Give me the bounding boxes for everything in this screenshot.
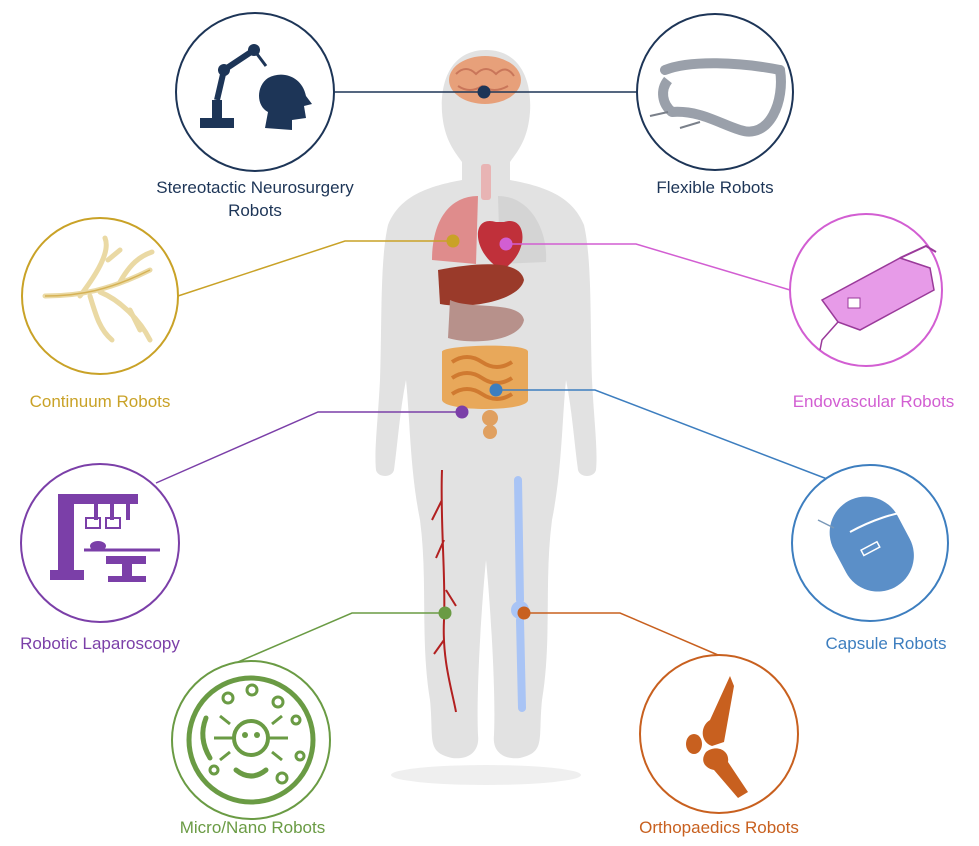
label-capsule-text: Capsule Robots bbox=[800, 632, 972, 655]
dot-micro-nano bbox=[439, 607, 452, 620]
label-neuro-line2: Robots bbox=[135, 199, 375, 222]
leg-bones bbox=[518, 480, 522, 708]
trachea bbox=[481, 164, 491, 200]
dot-continuum bbox=[447, 235, 460, 248]
microbot-cell-icon bbox=[172, 661, 330, 819]
dot-endovascular bbox=[500, 238, 513, 251]
endovascular-catheter-icon bbox=[790, 214, 942, 366]
label-neuro: Stereotactic Neurosurgery Robots bbox=[135, 176, 375, 222]
dot-laparoscopy bbox=[456, 406, 469, 419]
knee-joint-icon bbox=[640, 655, 798, 813]
branching-airway-icon bbox=[22, 218, 178, 374]
label-laparoscopy-text: Robotic Laparoscopy bbox=[4, 632, 196, 655]
robot-arm-head-icon bbox=[176, 13, 334, 171]
connector-micro-nano bbox=[238, 613, 445, 662]
capsule-icon bbox=[792, 465, 948, 621]
dot-neuro bbox=[478, 86, 491, 99]
label-endovascular: Endovascular Robots bbox=[776, 390, 971, 413]
label-endovascular-text: Endovascular Robots bbox=[776, 390, 971, 413]
label-continuum: Continuum Robots bbox=[10, 390, 190, 413]
label-neuro-line1: Stereotactic Neurosurgery bbox=[135, 176, 375, 199]
flexible-instrument-icon bbox=[637, 14, 793, 170]
label-flexible: Flexible Robots bbox=[630, 176, 800, 199]
label-flexible-text: Flexible Robots bbox=[630, 176, 800, 199]
surgical-robot-table-icon bbox=[21, 464, 179, 622]
connector-orthopaedics bbox=[524, 613, 718, 655]
label-capsule: Capsule Robots bbox=[800, 632, 972, 655]
dot-capsule bbox=[490, 384, 503, 397]
label-continuum-text: Continuum Robots bbox=[10, 390, 190, 413]
dot-orthopaedics bbox=[518, 607, 531, 620]
label-micro-nano: Micro/Nano Robots bbox=[155, 816, 350, 839]
label-micro-nano-text: Micro/Nano Robots bbox=[155, 816, 350, 839]
label-orthopaedics-text: Orthopaedics Robots bbox=[614, 816, 824, 839]
label-orthopaedics: Orthopaedics Robots bbox=[614, 816, 824, 839]
label-laparoscopy: Robotic Laparoscopy bbox=[4, 632, 196, 655]
